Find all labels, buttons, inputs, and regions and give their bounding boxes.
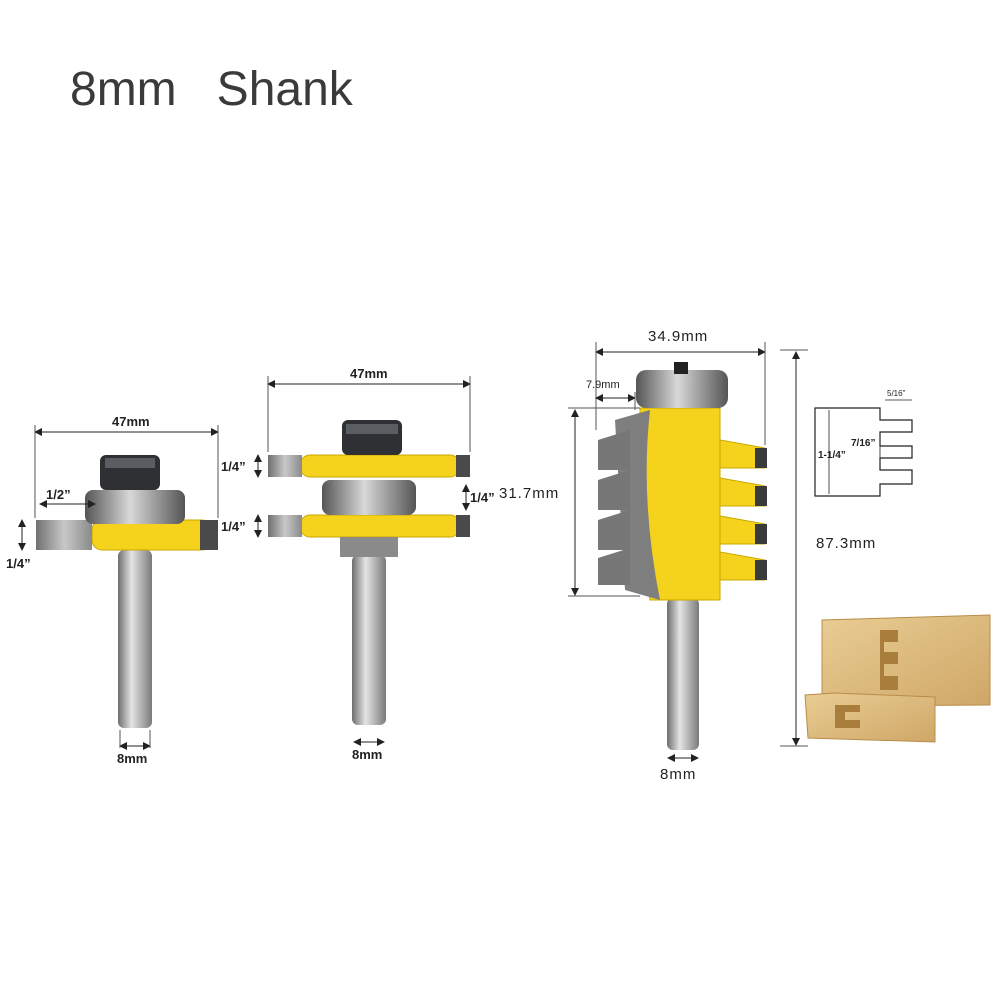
wood-joint-sample (804, 614, 991, 743)
bit-2-bottom-cutter-label: 1/4” (221, 519, 246, 534)
bit-1-width-label: 47mm (112, 414, 150, 429)
bit-2-top-cutter-label: 1/4” (221, 459, 246, 474)
router-bit-3 (598, 362, 767, 750)
profile-tooth-label: 5/16” (887, 389, 906, 398)
bit-1-shank-label: 8mm (117, 751, 147, 766)
bit-2-dimensions (254, 376, 471, 746)
bit-2-spacer-label: 1/4” (470, 490, 495, 505)
bit-2-shank-label: 8mm (352, 747, 382, 762)
bit-3-shank-label: 8mm (660, 766, 696, 783)
bit-2-width-label: 47mm (350, 366, 388, 381)
profile-height-label: 1-1/4” (818, 450, 846, 461)
finger-joint-profile (814, 399, 913, 497)
bit-3-width-label: 34.9mm (648, 328, 708, 345)
bit-3-cut-height-label: 31.7mm (499, 485, 559, 502)
router-bit-1 (36, 455, 218, 728)
bit-1-cutter-label: 1/4” (6, 556, 31, 571)
page-title: 8mm Shank (70, 63, 353, 116)
bit-1-dimensions (18, 425, 219, 750)
bit-3-bearing-label: 7.9mm (586, 379, 620, 391)
bit-3-total-length-label: 87.3mm (816, 535, 876, 552)
profile-pitch-label: 7/16” (851, 438, 875, 449)
router-bit-2 (268, 420, 470, 725)
bit-3-dimensions (568, 342, 808, 762)
bit-1-bearing-label: 1/2” (46, 487, 71, 502)
